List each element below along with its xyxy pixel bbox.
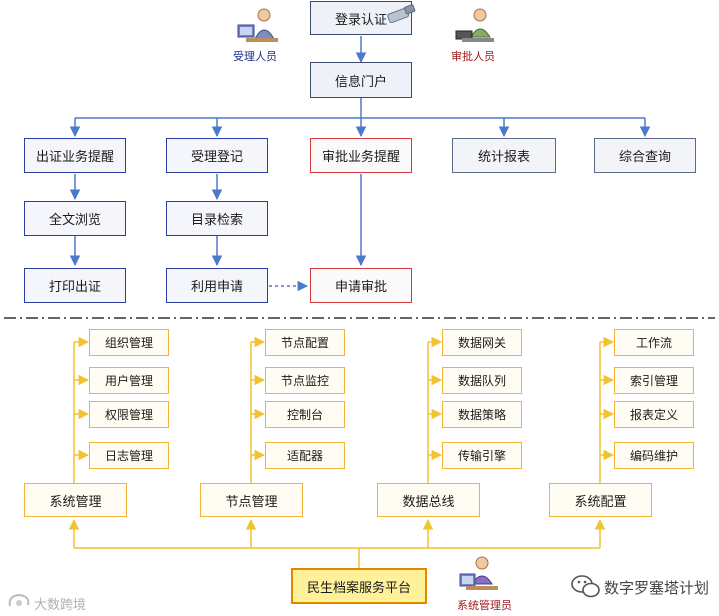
c4-label-1: 统计报表 [477,150,530,165]
c2-label-3: 利用申请 [190,280,243,295]
g4-item-label-1: 工作流 [635,336,672,350]
admin-label: 系统管理员 [457,599,512,612]
c3-label-2: 申请审批 [334,280,387,295]
g4-item-4[interactable]: 编码维护 [614,442,694,469]
g3-item-2[interactable]: 数据队列 [442,367,522,394]
g2-item-label-1: 节点配置 [280,336,329,350]
c1-label-1: 出证业务提醒 [35,150,114,165]
left-watermark: 大数跨境 [34,598,87,613]
c1-label-2: 全文浏览 [48,213,101,228]
g2-title: 节点管理 [225,494,278,510]
g3-item-1[interactable]: 数据网关 [442,329,522,356]
c1-box-3[interactable]: 打印出证 [24,268,126,303]
usb-key-icon [387,4,416,23]
g3-title: 数据总线 [402,494,455,510]
c3-label-1: 审批业务提醒 [321,150,400,165]
g4-item-label-4: 编码维护 [629,449,678,463]
platform-label: 民生档案服务平台 [306,580,411,596]
top-connectors [69,36,651,292]
c2-label-2: 目录检索 [190,213,243,228]
g2-item-1[interactable]: 节点配置 [265,329,345,356]
platform-box[interactable]: 民生档案服务平台 [291,568,427,604]
g1-title: 系统管理 [49,494,102,510]
g4-title: 系统配置 [574,494,627,510]
g2-item-4[interactable]: 适配器 [265,442,345,469]
c4-box-1[interactable]: 统计报表 [452,138,556,173]
c2-box-3[interactable]: 利用申请 [166,268,268,303]
c1-box-2[interactable]: 全文浏览 [24,201,126,236]
g1-item-2[interactable]: 用户管理 [89,367,169,394]
g1-item-label-4: 日志管理 [104,449,153,463]
wechat-icon [571,575,600,598]
g4-item-3[interactable]: 报表定义 [614,401,694,428]
c3-box-1[interactable]: 审批业务提醒 [310,138,412,173]
c1-label-3: 打印出证 [48,280,101,295]
left-watermark-logo-icon [8,593,30,607]
g2-item-label-4: 适配器 [286,449,323,463]
g3-item-label-2: 数据队列 [457,374,506,388]
c2-box-1[interactable]: 受理登记 [166,138,268,173]
approver-person-icon [455,8,494,42]
receiver-label: 受理人员 [233,50,277,63]
g3-item-label-4: 传输引擎 [457,449,506,463]
portal-box[interactable]: 信息门户 [310,62,412,98]
bottom-connectors [68,336,615,568]
g1-item-label-2: 用户管理 [104,374,153,388]
g4-item-label-2: 索引管理 [629,374,678,388]
g3-title-box[interactable]: 数据总线 [377,483,480,517]
c1-box-1[interactable]: 出证业务提醒 [24,138,126,173]
g1-item-4[interactable]: 日志管理 [89,442,169,469]
g3-item-label-3: 数据策略 [457,408,506,422]
g4-item-label-3: 报表定义 [629,408,678,422]
login-label: 登录认证 [334,12,387,28]
g3-item-label-1: 数据网关 [457,336,506,350]
portal-label: 信息门户 [334,74,387,90]
right-watermark: 数字罗塞塔计划 [604,579,710,597]
admin-person-icon [459,556,498,590]
approver-label: 审批人员 [451,50,495,63]
c3-box-2[interactable]: 申请审批 [310,268,412,303]
c5-box-1[interactable]: 综合查询 [594,138,696,173]
c2-box-2[interactable]: 目录检索 [166,201,268,236]
g3-item-3[interactable]: 数据策略 [442,401,522,428]
g3-item-4[interactable]: 传输引擎 [442,442,522,469]
g2-item-3[interactable]: 控制台 [265,401,345,428]
g4-item-1[interactable]: 工作流 [614,329,694,356]
g2-item-label-3: 控制台 [286,408,323,422]
g2-item-label-2: 节点监控 [280,374,329,388]
g1-title-box[interactable]: 系统管理 [24,483,127,517]
receiver-person-icon [237,8,278,42]
g2-title-box[interactable]: 节点管理 [200,483,303,517]
g1-item-label-1: 组织管理 [104,336,153,350]
g4-title-box[interactable]: 系统配置 [549,483,652,517]
g4-item-2[interactable]: 索引管理 [614,367,694,394]
g2-item-2[interactable]: 节点监控 [265,367,345,394]
g1-item-1[interactable]: 组织管理 [89,329,169,356]
g1-item-3[interactable]: 权限管理 [89,401,169,428]
c2-label-1: 受理登记 [190,150,243,165]
g1-item-label-3: 权限管理 [104,408,153,422]
c5-label-1: 综合查询 [618,150,671,165]
